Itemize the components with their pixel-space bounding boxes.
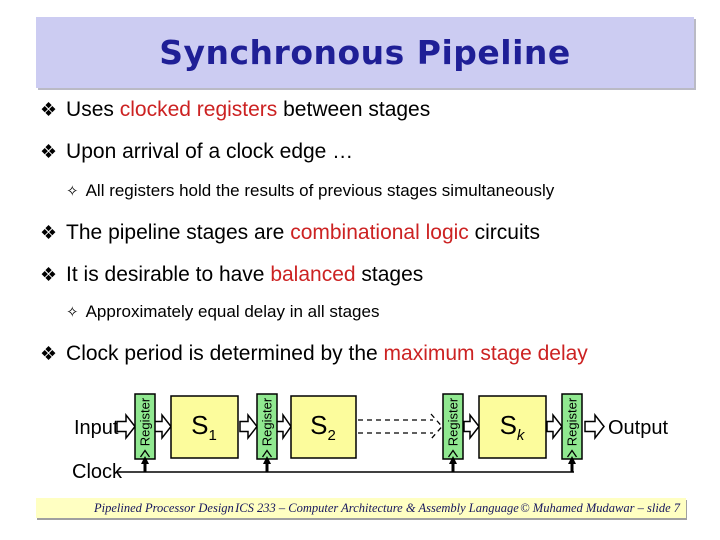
bullet-text-segment: It is desirable to have bbox=[66, 263, 271, 286]
clock-arrow bbox=[263, 456, 271, 472]
bullet-item: ❖ It is desirable to have balanced stage… bbox=[40, 263, 423, 287]
clock-arrow bbox=[449, 456, 457, 472]
stage-label: Sk bbox=[500, 410, 526, 444]
clock-arrow bbox=[141, 456, 149, 472]
flow-arrow bbox=[584, 412, 605, 441]
sub-bullet-item: ✧ Approximately equal delay in all stage… bbox=[66, 302, 379, 322]
bullet-item: ❖ The pipeline stages are combinational … bbox=[40, 221, 540, 245]
bullet-text-segment: circuits bbox=[468, 221, 540, 244]
sub-bullet-diamond-icon: ✧ bbox=[66, 304, 79, 321]
footer-slide-credit: © Muhamed Mudawar – slide 7 bbox=[520, 500, 680, 515]
stage-box-s2: S2 bbox=[290, 395, 357, 459]
input-label: Input bbox=[74, 417, 119, 439]
output-label: Output bbox=[608, 417, 668, 439]
bullet-item: ❖ Uses clocked registers between stages bbox=[40, 98, 430, 122]
pipeline-diagram: Input Register Register Register bbox=[72, 393, 668, 483]
stage-box-sk: Sk bbox=[478, 395, 547, 459]
sub-bullet-diamond-icon: ✧ bbox=[66, 183, 79, 200]
sub-bullet-item: ✧ All registers hold the results of prev… bbox=[66, 181, 554, 201]
bullet-item: ❖ Upon arrival of a clock edge … bbox=[40, 140, 353, 164]
bullet-diamond-icon: ❖ bbox=[40, 223, 58, 244]
register-label: Register bbox=[446, 397, 461, 446]
bullet-text: The pipeline stages are combinational lo… bbox=[66, 221, 540, 245]
bullet-text: Upon arrival of a clock edge … bbox=[66, 140, 353, 164]
register-label: Register bbox=[138, 397, 153, 446]
register-label: Register bbox=[260, 397, 275, 446]
stage-label: S1 bbox=[191, 410, 217, 444]
emphasis-text: combinational logic bbox=[290, 221, 469, 244]
emphasis-text: balanced bbox=[270, 263, 356, 286]
register-label: Register bbox=[565, 397, 580, 446]
clock-wedge-icon bbox=[139, 449, 151, 458]
bullet-diamond-icon: ❖ bbox=[40, 142, 58, 163]
flow-arrow bbox=[546, 412, 563, 441]
bullet-item: ❖ Clock period is determined by the maxi… bbox=[40, 342, 588, 366]
bullet-text-segment: Upon arrival of a clock edge … bbox=[66, 140, 354, 163]
bullet-text-segment: Clock period is determined by the bbox=[66, 342, 384, 365]
bullet-text-segment: between stages bbox=[277, 98, 431, 121]
flow-arrow bbox=[275, 412, 292, 441]
clock-wedge-icon bbox=[447, 449, 459, 458]
register-box: Register bbox=[561, 393, 583, 460]
bullet-text-segment: All registers hold the results of previo… bbox=[85, 181, 555, 200]
footer-course-title: Pipelined Processor Design bbox=[94, 500, 234, 515]
flow-arrow bbox=[116, 412, 136, 441]
bullet-text: It is desirable to have balanced stages bbox=[66, 263, 423, 287]
bullet-text: All registers hold the results of previo… bbox=[86, 181, 555, 201]
emphasis-text: maximum stage delay bbox=[383, 342, 588, 365]
register-box: Register bbox=[256, 393, 278, 460]
register-box: Register bbox=[442, 393, 464, 460]
clock-wedge-icon bbox=[566, 449, 578, 458]
footer-bar: Pipelined Processor Design ICS 233 – Com… bbox=[36, 498, 686, 518]
stage-box-s1: S1 bbox=[170, 395, 239, 459]
bullet-text: Approximately equal delay in all stages bbox=[86, 302, 380, 322]
bullet-diamond-icon: ❖ bbox=[40, 100, 58, 121]
bullet-text-segment: Approximately equal delay in all stages bbox=[85, 302, 380, 321]
bullet-text-segment: stages bbox=[355, 263, 424, 286]
stage-label: S2 bbox=[310, 410, 336, 444]
flow-arrow bbox=[463, 412, 480, 441]
bullet-text-segment: Uses bbox=[66, 98, 120, 121]
title-bar: Synchronous Pipeline bbox=[36, 17, 694, 88]
footer-course-name: ICS 233 – Computer Architecture & Assemb… bbox=[235, 500, 519, 515]
bullet-text-segment: The pipeline stages are bbox=[66, 221, 291, 244]
bullet-text: Uses clocked registers between stages bbox=[66, 98, 430, 122]
page-title: Synchronous Pipeline bbox=[159, 33, 571, 72]
bullet-text: Clock period is determined by the maximu… bbox=[66, 342, 588, 366]
bullet-diamond-icon: ❖ bbox=[40, 265, 58, 286]
clock-label: Clock bbox=[72, 461, 123, 483]
clock-arrow bbox=[568, 456, 576, 472]
bullet-diamond-icon: ❖ bbox=[40, 344, 58, 365]
emphasis-text: clocked registers bbox=[119, 98, 278, 121]
dashed-connector bbox=[358, 413, 443, 440]
flow-arrow bbox=[239, 412, 258, 441]
clock-wedge-icon bbox=[261, 449, 273, 458]
register-box: Register bbox=[134, 393, 156, 460]
